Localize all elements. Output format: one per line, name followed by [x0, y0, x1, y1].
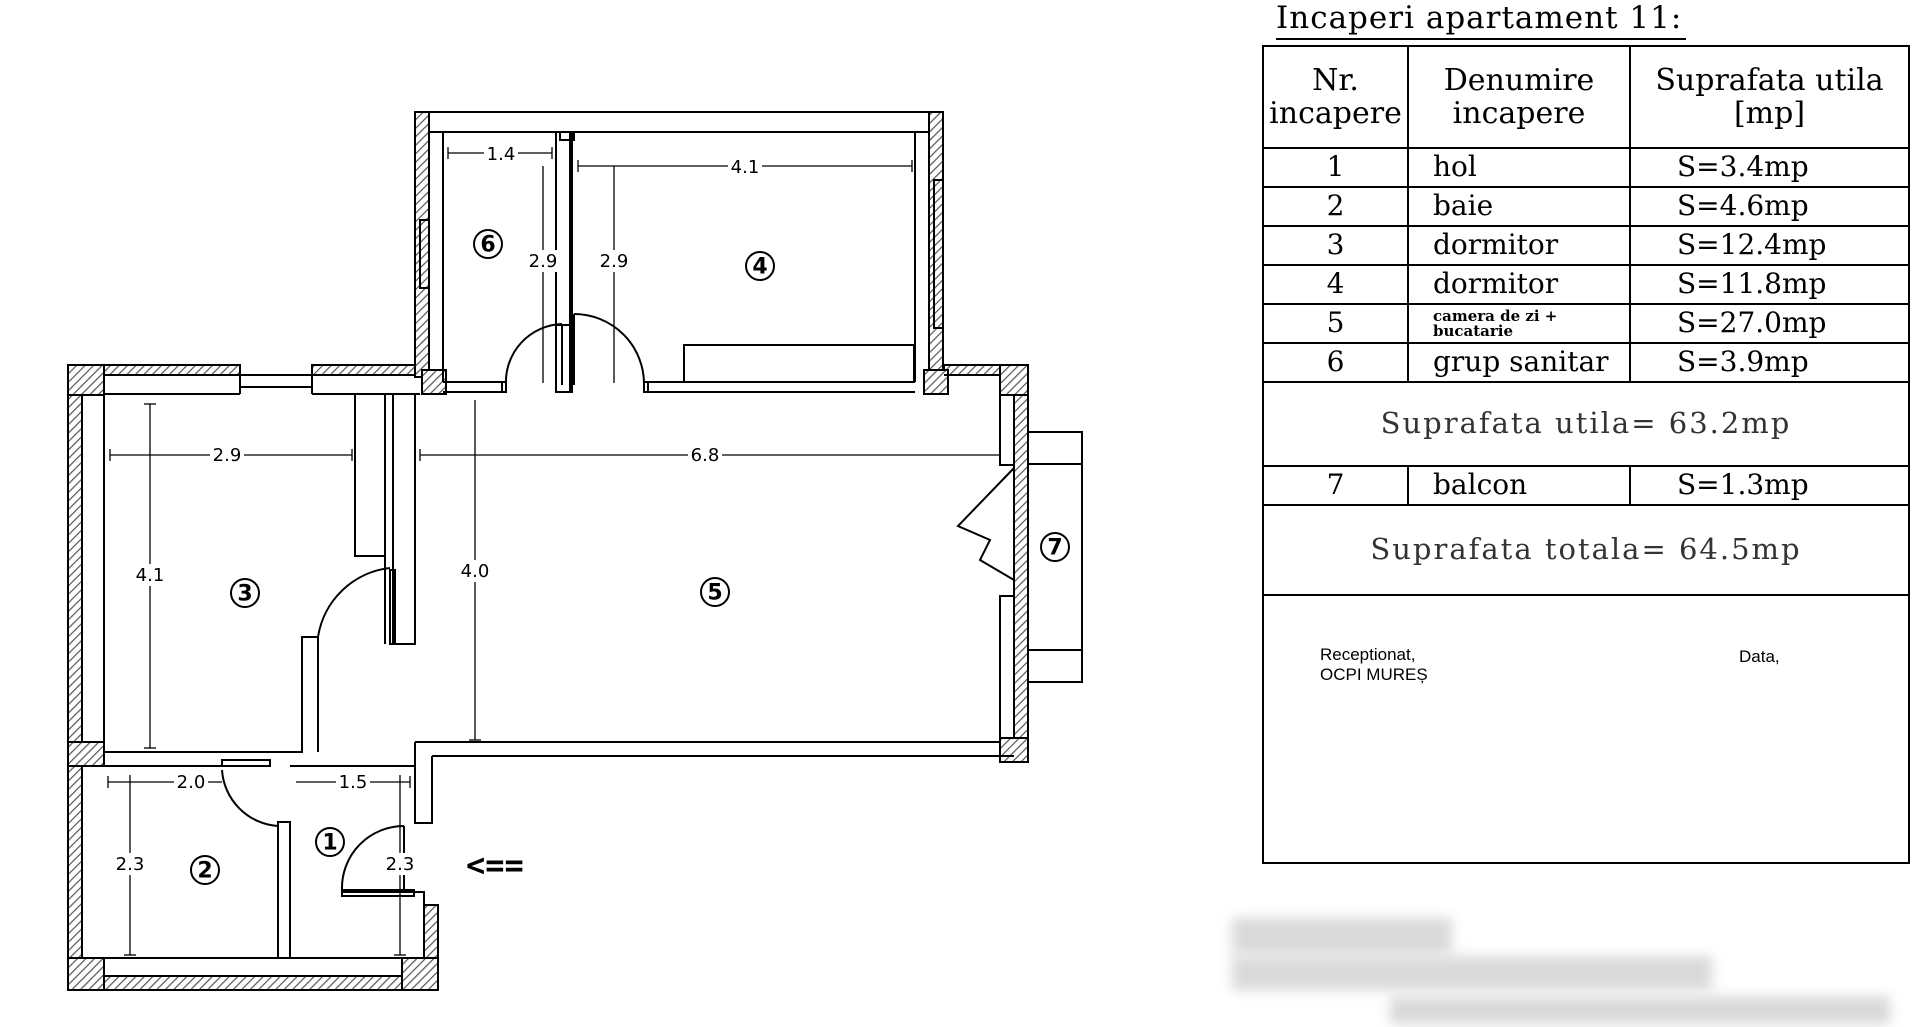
table-row: 5 camera de zi + bucatarie S=27.0mp	[1264, 303, 1908, 344]
dimension-label: 2.9	[529, 251, 558, 272]
entrance-arrow: <==	[466, 846, 524, 884]
total-area: Suprafata totala= 64.5mp	[1264, 504, 1908, 596]
table-row: 1 hol S=3.4mp	[1264, 147, 1908, 188]
cell-area: S=3.9mp	[1629, 342, 1908, 383]
dimension-label: 2.3	[116, 854, 145, 875]
doors	[221, 313, 646, 891]
room-marker-7: 7	[1047, 536, 1062, 561]
useful-area-row: Suprafata utila= 63.2mp	[1264, 381, 1908, 467]
floor-plan: 1.4 4.1 2.9 2.9 2.9 6.8 4.1 4.0 2.0 1.5 …	[67, 111, 1083, 991]
header-name: Denumire incapere	[1407, 47, 1631, 149]
table-row: 3 dormitor S=12.4mp	[1264, 225, 1908, 266]
dimension-labels: 1.4 4.1 2.9 2.9 2.9 6.8 4.1 4.0 2.0 1.5 …	[113, 143, 762, 875]
room-marker-labels: 1 2 3 4 5 6 7	[197, 233, 1062, 884]
wall-lines	[103, 111, 1083, 959]
cell-name: grup sanitar	[1407, 342, 1631, 383]
cell-area: S=4.6mp	[1629, 186, 1908, 227]
room-schedule: Nr. incapere Denumire incapere Suprafata…	[1262, 45, 1910, 864]
room-marker-5: 5	[707, 581, 722, 606]
cell-nr: 3	[1264, 225, 1409, 266]
cell-name: camera de zi + bucatarie	[1407, 303, 1631, 344]
room-markers	[190, 229, 1070, 885]
exterior-walls	[67, 111, 1029, 991]
cell-nr: 5	[1264, 303, 1409, 344]
signature-date: Data,	[1739, 647, 1780, 666]
table-row: 7 balcon S=1.3mp	[1264, 465, 1908, 506]
table-row: 4 dormitor S=11.8mp	[1264, 264, 1908, 305]
cell-area: S=3.4mp	[1629, 147, 1908, 188]
total-area-row: Suprafata totala= 64.5mp	[1264, 504, 1908, 596]
cell-name: baie	[1407, 186, 1631, 227]
cell-nr: 2	[1264, 186, 1409, 227]
dimension-label: 6.8	[691, 445, 720, 466]
cell-nr: 7	[1264, 465, 1409, 506]
schedule-title: Incaperi apartament 11:	[1276, 0, 1687, 40]
dimension-label: 2.9	[213, 445, 242, 466]
cell-nr: 6	[1264, 342, 1409, 383]
cell-area: S=12.4mp	[1629, 225, 1908, 266]
cell-area: S=1.3mp	[1629, 465, 1908, 506]
room-marker-2: 2	[197, 859, 212, 884]
room-marker-6: 6	[480, 233, 495, 258]
cell-nr: 4	[1264, 264, 1409, 305]
room-marker-4: 4	[752, 255, 767, 280]
dimension-label: 4.1	[136, 565, 165, 586]
header-area: Suprafata utila [mp]	[1629, 47, 1908, 149]
cell-area: S=11.8mp	[1629, 264, 1908, 305]
dimension-label: 2.9	[600, 251, 629, 272]
redacted-block	[1232, 956, 1712, 990]
redacted-block	[1232, 918, 1452, 954]
cell-name: dormitor	[1407, 225, 1631, 266]
table-header-row: Nr. incapere Denumire incapere Suprafata…	[1264, 47, 1908, 149]
cell-name: dormitor	[1407, 264, 1631, 305]
dimension-label: 1.4	[487, 144, 516, 165]
dimension-label: 2.0	[177, 772, 206, 793]
useful-area-total: Suprafata utila= 63.2mp	[1264, 381, 1908, 467]
header-nr: Nr. incapere	[1264, 47, 1409, 149]
cell-area: S=27.0mp	[1629, 303, 1908, 344]
room-marker-1: 1	[322, 831, 337, 856]
dimension-label: 4.0	[461, 561, 490, 582]
redacted-block	[1390, 996, 1890, 1024]
dimension-label: 1.5	[339, 772, 368, 793]
cell-name: hol	[1407, 147, 1631, 188]
table-row: 2 baie S=4.6mp	[1264, 186, 1908, 227]
dimension-label: 2.3	[386, 854, 415, 875]
cell-nr: 1	[1264, 147, 1409, 188]
room-table: Nr. incapere Denumire incapere Suprafata…	[1264, 47, 1908, 596]
dimension-label: 4.1	[731, 157, 760, 178]
table-row: 6 grup sanitar S=3.9mp	[1264, 342, 1908, 383]
signature-received: Receptionat, OCPI MUREȘ	[1320, 645, 1428, 684]
room-marker-3: 3	[237, 582, 252, 607]
cell-name: balcon	[1407, 465, 1631, 506]
